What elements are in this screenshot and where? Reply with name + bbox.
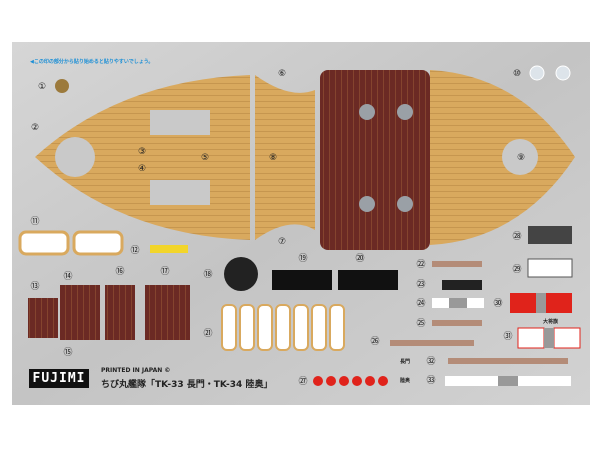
part-number: ③: [138, 147, 146, 157]
part-number: ㉜: [426, 356, 435, 367]
part-number: ㉓: [416, 279, 425, 290]
part-number: ⑬: [30, 281, 39, 292]
part-number: ⑯: [115, 266, 124, 277]
part-number: ⑰: [160, 266, 169, 277]
part-number: ⑦: [278, 237, 286, 247]
part-number: ⑭: [63, 271, 72, 282]
part-number: ㉒: [416, 259, 425, 270]
part-number: ㉔: [416, 298, 425, 309]
part-number: ②: [31, 123, 39, 133]
hint-text: ◀この印の部分から貼り始めると貼りやすいでしょう。: [30, 59, 154, 65]
part-number: ㉘: [512, 231, 521, 242]
part-number: ⑫: [130, 245, 139, 256]
part-number: ⑲: [298, 253, 307, 264]
part-number: ④: [138, 164, 146, 174]
deck-part-central: [320, 70, 430, 250]
part-number: ㉗: [298, 376, 307, 387]
part-number: ⑮: [63, 347, 72, 358]
rising-sun-flags: [510, 293, 581, 349]
fujimi-logo: FUJIMI: [29, 369, 89, 388]
part-number: ㉙: [512, 264, 521, 275]
part-number: ㉛: [503, 331, 512, 342]
part-number: ㉚: [493, 298, 502, 309]
part-number: ㉑: [203, 328, 212, 339]
printed-in-japan: PRINTED IN JAPAN ©: [101, 367, 171, 374]
part-number: ㉕: [416, 318, 425, 329]
deck-part-mid: [255, 75, 315, 240]
admiral-flag-label: 大将旗: [543, 319, 559, 325]
part-number: ㉝: [426, 375, 435, 386]
part-number: ㉖: [370, 336, 379, 347]
part-number: ⑳: [355, 253, 364, 264]
part-number: ①: [38, 82, 46, 92]
part-number: ⑱: [203, 269, 212, 280]
part-number: ⑪: [30, 216, 39, 227]
product-title: ちび丸艦隊「TK-33 長門・TK-34 陸奥」: [101, 380, 273, 390]
part-number: ⑥: [278, 69, 286, 79]
mutsu-label: 陸奥: [400, 378, 411, 384]
part-number: ⑧: [269, 153, 277, 163]
part-number: ⑨: [517, 153, 525, 163]
part-number: ⑩: [513, 69, 521, 79]
nagato-label: 長門: [400, 359, 411, 365]
part-number: ⑤: [201, 153, 209, 163]
